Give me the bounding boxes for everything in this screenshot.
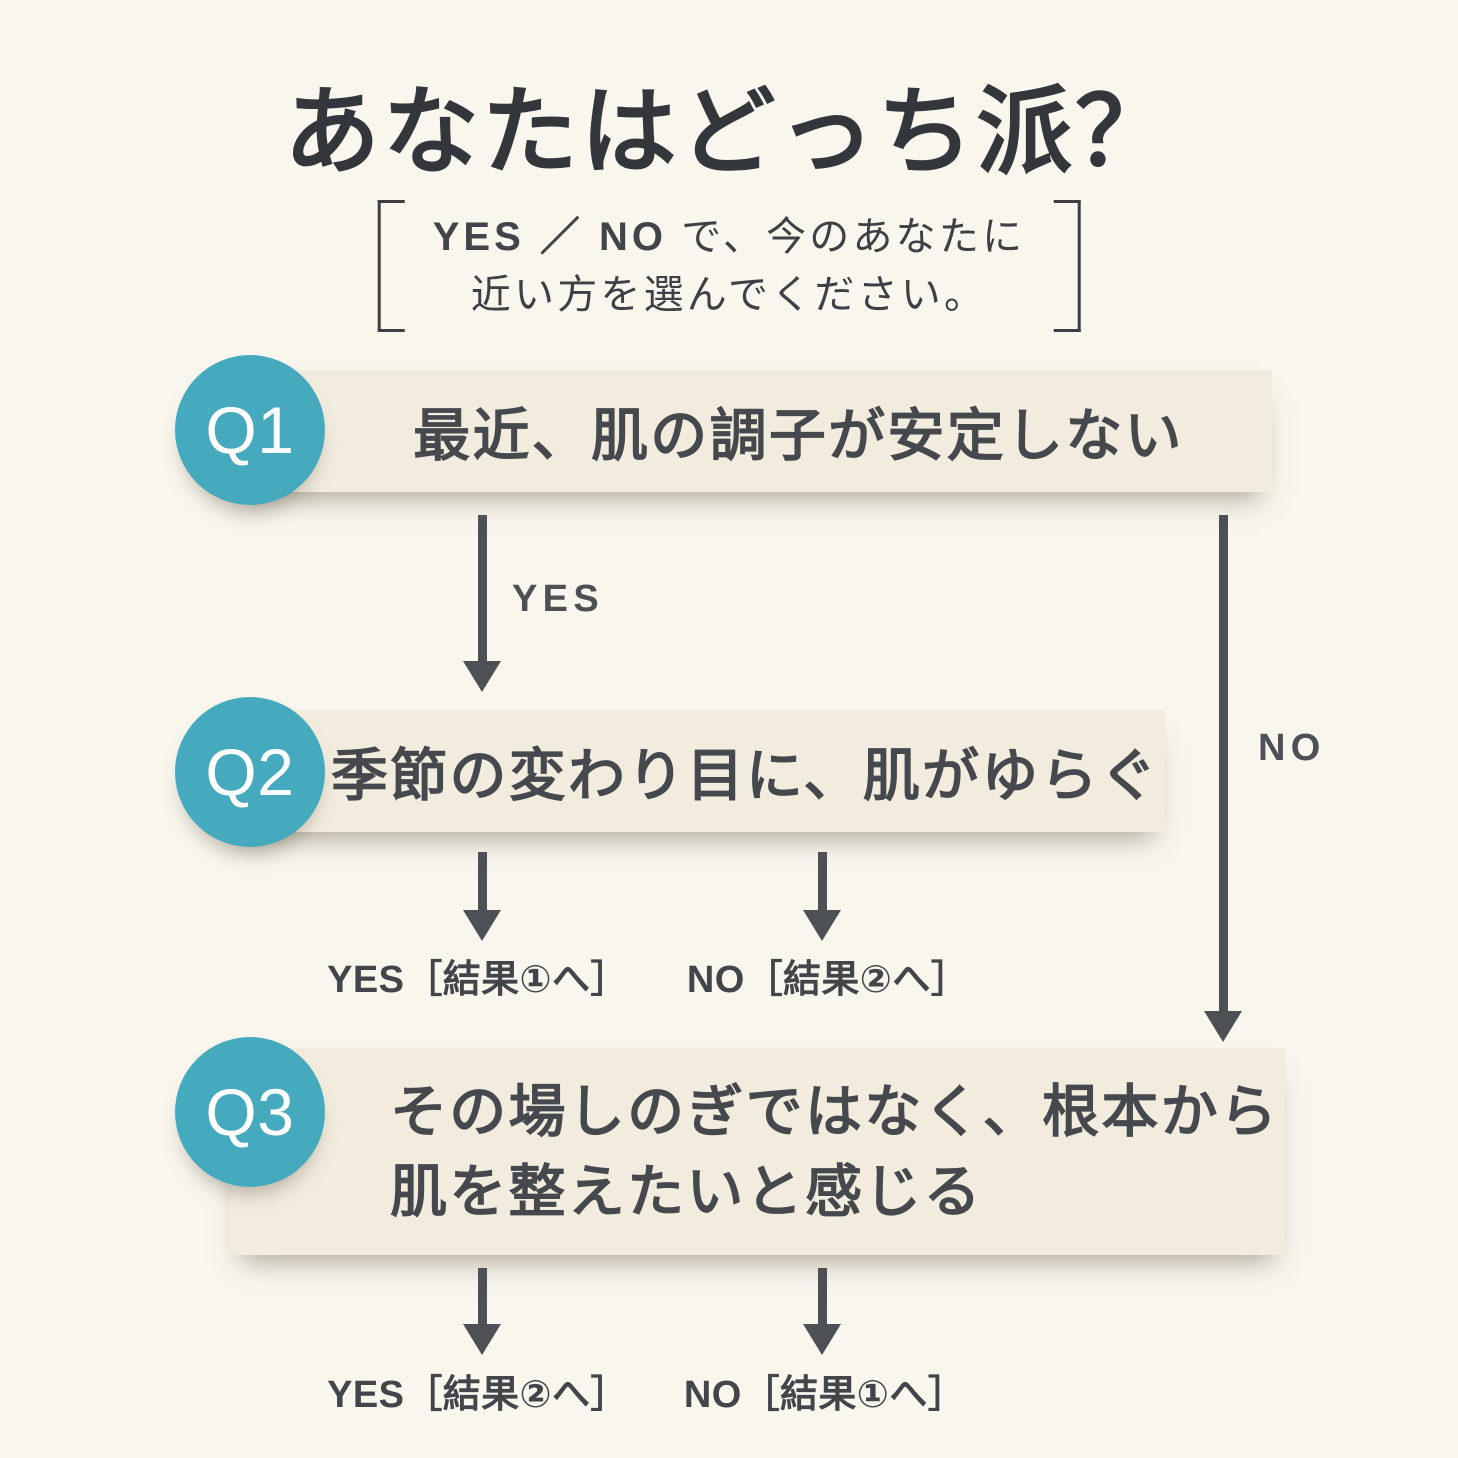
instruction-line-1: YES ／ NO で、今のあなたに xyxy=(433,208,1026,266)
q1-no-arrow-icon xyxy=(1204,515,1242,1042)
q3-card: その場しのぎではなく、根本から 肌を整えたいと感じる xyxy=(230,1048,1285,1255)
q2-text: 季節の変わり目に、肌がゆらぐ xyxy=(330,744,1160,808)
arrow-head xyxy=(803,910,841,941)
arrow-shaft xyxy=(1218,515,1228,1011)
q3-badge: Q3 xyxy=(175,1037,325,1187)
q3-text-line-1: その場しのぎではなく、根本から xyxy=(390,1079,1280,1144)
instruction-line-2: 近い方を選んでください。 xyxy=(470,273,988,317)
q3-yes-result-label: YES［結果②へ］ xyxy=(327,1374,629,1416)
q1-no-label: NO xyxy=(1258,727,1326,769)
yes-no-strong-text: YES ／ NO xyxy=(432,215,667,259)
page-title: あなたはどっち派？ xyxy=(284,79,1174,186)
q3-no-arrow-icon xyxy=(803,1268,841,1355)
bracket-left-icon xyxy=(377,200,405,332)
q2-no-result-label: NO［結果②へ］ xyxy=(686,959,970,1001)
arrow-shaft xyxy=(477,515,487,661)
bracket-right-icon xyxy=(1053,200,1081,332)
arrow-shaft xyxy=(817,852,827,910)
q2-yes-arrow-icon xyxy=(463,852,501,941)
q2-no-arrow-icon xyxy=(803,852,841,941)
q3-no-result-label: NO［結果①へ］ xyxy=(683,1374,967,1416)
instruction-note: YES ／ NO で、今のあなたに 近い方を選んでください。 xyxy=(377,200,1081,332)
q1-yes-arrow-icon xyxy=(463,515,501,692)
arrow-head xyxy=(463,661,501,692)
q1-badge: Q1 xyxy=(175,355,325,505)
arrow-head xyxy=(803,1324,841,1355)
q1-card: 最近、肌の調子が安定しない xyxy=(230,370,1272,492)
arrow-shaft xyxy=(817,1268,827,1324)
q1-yes-label: YES xyxy=(512,578,604,620)
instruction-line-1-rest: で、今のあなたに xyxy=(666,215,1026,259)
arrow-shaft xyxy=(477,1268,487,1324)
q2-card: 季節の変わり目に、肌がゆらぐ xyxy=(230,710,1165,832)
q3-yes-arrow-icon xyxy=(463,1268,501,1355)
q2-badge: Q2 xyxy=(175,697,325,847)
arrow-head xyxy=(463,910,501,941)
instruction-text: YES ／ NO で、今のあなたに 近い方を選んでください。 xyxy=(425,200,1034,332)
q2-yes-result-label: YES［結果①へ］ xyxy=(327,959,629,1001)
q1-text: 最近、肌の調子が安定しない xyxy=(413,404,1184,468)
arrow-head xyxy=(1204,1011,1242,1042)
arrow-shaft xyxy=(477,852,487,910)
q3-text-line-2: 肌を整えたいと感じる xyxy=(390,1159,983,1224)
arrow-head xyxy=(463,1324,501,1355)
